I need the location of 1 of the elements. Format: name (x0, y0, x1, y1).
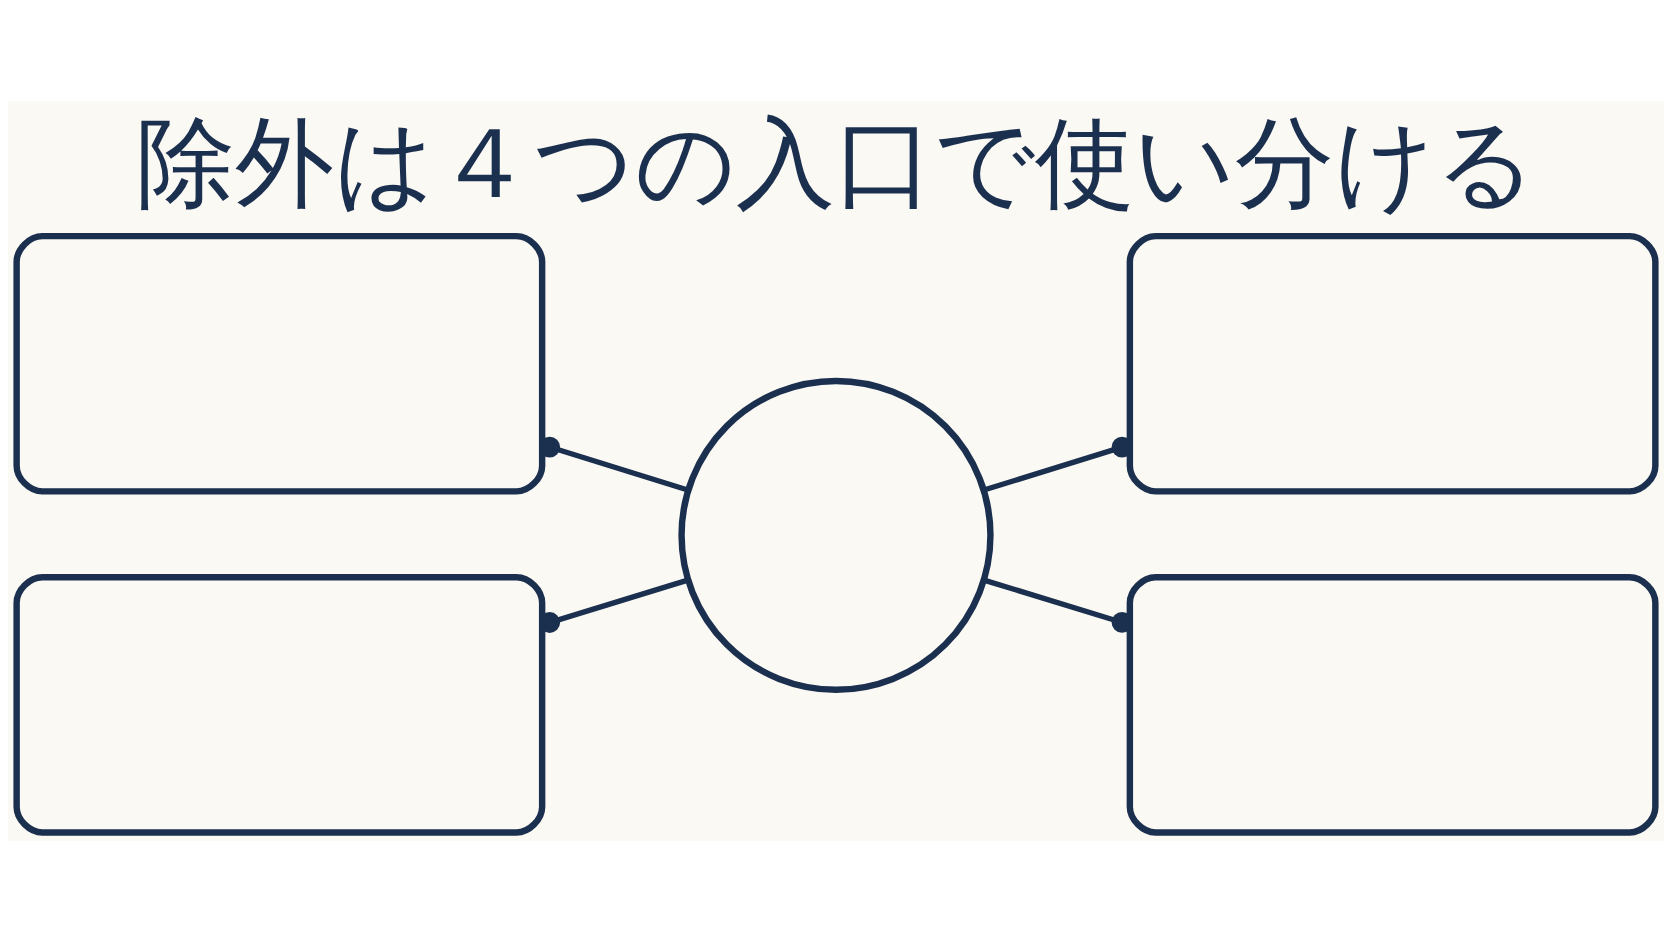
diagram-title: 除外は４つの入口で使い分ける (136, 104, 1536, 220)
